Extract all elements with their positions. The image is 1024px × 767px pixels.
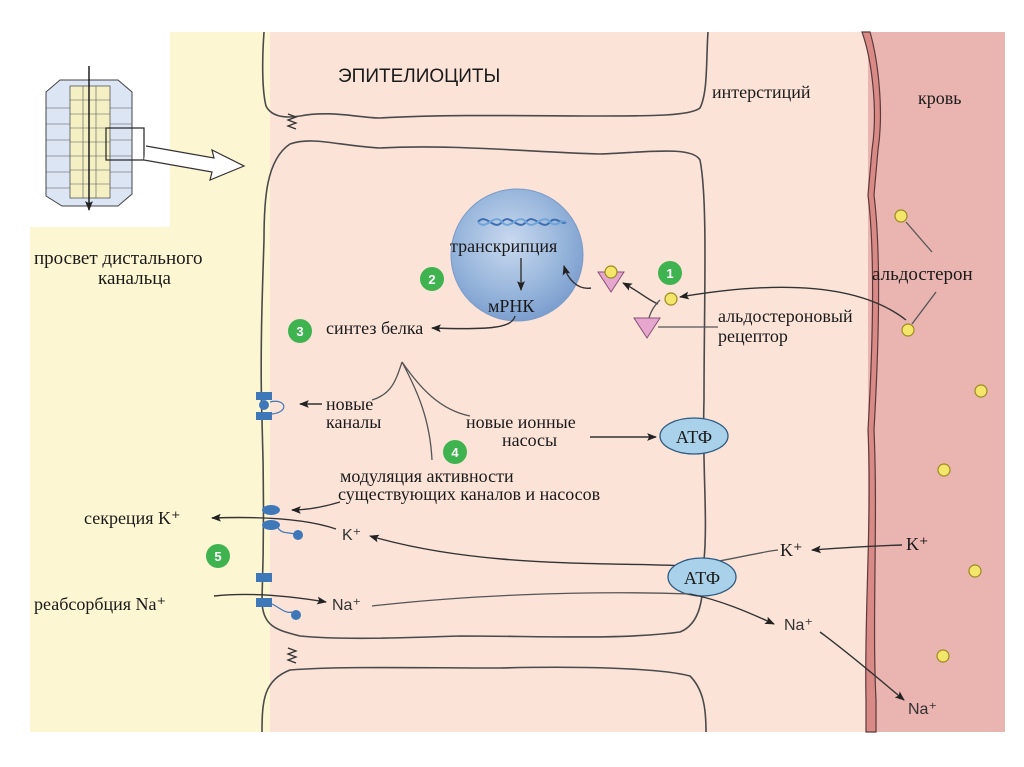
aldosterone-molecule [901,323,915,337]
aldosterone-molecule [937,463,951,477]
step-badge-4: 4 [443,440,467,464]
na-to-blood-arrow [819,631,905,701]
aldosterone-molecule [894,209,908,223]
aldosterone-molecule [968,564,982,578]
step-badge-2: 2 [420,267,444,291]
receptor-to-nucleus-arrow [562,265,592,289]
interstitium-label: интерстиций [712,82,811,102]
aldosterone-entry-arrow [679,286,907,321]
na-reabsorption-label: реабсорбция Na⁺ [34,594,166,614]
atp-pump-new: АТФ [659,417,729,455]
interstitium-region [270,32,868,732]
svg-text:5: 5 [214,549,221,564]
aldosterone-entering-icon [664,292,678,306]
epithelial-cell-top [261,31,709,119]
transcription-label: транскрипция [450,236,557,256]
svg-text:АТФ: АТФ [684,568,720,588]
step-badge-5: 5 [206,544,230,568]
svg-text:4: 4 [451,445,459,460]
new-channel-icon [256,392,285,420]
lumen-label-line1: просвет дистального [34,248,202,269]
blood-region [868,32,1005,732]
receptor-label-line2: рецептор [718,326,788,346]
new-channels-label-line1: новые [326,394,373,414]
atp-pump-basolateral: АТФ [667,557,737,597]
svg-text:3: 3 [296,324,303,339]
modulation-label-line1: модуляция активности [340,466,514,486]
aldosterone-bound-icon [604,265,618,279]
k-ion-cell: K⁺ [342,527,361,544]
tight-junction-bottom [286,647,298,664]
na-into-cell-arrow [213,593,327,605]
lumen-label-line2: канальца [98,268,171,289]
binding-arrow [622,282,659,305]
na-channel-icon [256,573,301,620]
epithelium-label: ЭПИТЕЛИОЦИТЫ [338,66,500,87]
k-channel-icon [262,505,303,540]
receptor-label-line1: альдостероновый [718,306,853,326]
aldosterone-molecule [974,384,988,398]
step-badge-1: 1 [658,261,682,285]
aldosterone-molecule [936,649,950,663]
na-to-interstitium-arrow [689,593,775,625]
k-ion-interstitium: K⁺ [780,540,803,560]
receptor-free-icon [633,317,661,339]
k-ion-blood: K⁺ [906,534,929,554]
aldosterone-label: альдостерон [872,264,973,285]
mrna-to-protein-arrow [431,315,516,333]
protein-synthesis-label: синтез белка [326,318,423,338]
new-pumps-label-line2: насосы [502,430,557,450]
na-ion-cell: Na⁺ [332,597,361,614]
na-ion-blood: Na⁺ [908,701,937,718]
svg-text:АТФ: АТФ [676,427,712,447]
k-from-blood-arrow [811,544,903,554]
mrna-label: мРНК [488,296,535,316]
epithelial-cell-main [260,140,707,640]
k-secretion-arrow [211,513,337,530]
new-pumps-label-line1: новые ионные [466,412,576,432]
svg-text:2: 2 [428,272,435,287]
new-channels-label-line2: каналы [326,412,381,432]
epithelial-cell-bottom [261,666,707,733]
svg-text:1: 1 [666,266,673,281]
k-into-cell-arrow [369,534,691,567]
k-secretion-label: секреция K⁺ [84,508,180,528]
tubule-inset-icon [45,66,145,211]
zoom-callout-arrow [143,145,246,182]
step-badge-3: 3 [288,319,312,343]
nucleus [450,188,584,322]
vessel-wall [861,31,882,733]
tight-junction-top [286,113,298,130]
modulation-label-line2: существующих каналов и насосов [338,484,600,504]
na-ion-interstitium: Na⁺ [784,617,813,634]
blood-label: кровь [918,88,961,108]
